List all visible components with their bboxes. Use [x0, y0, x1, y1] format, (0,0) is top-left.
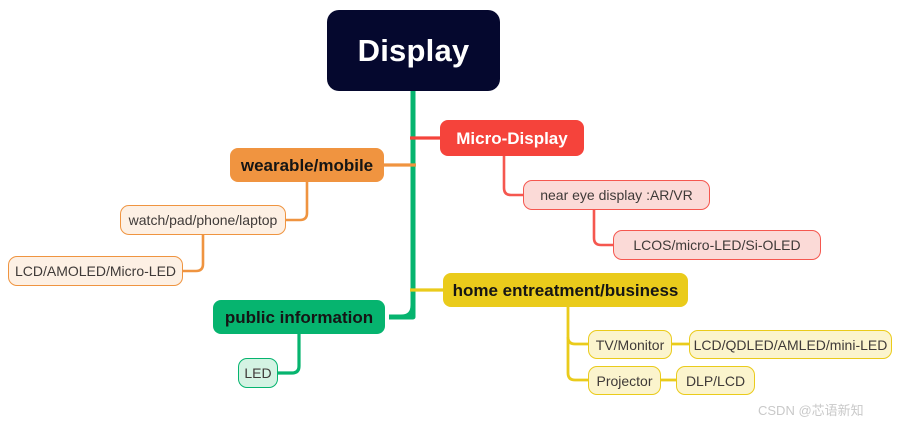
- node-wearable-mobile[interactable]: wearable/mobile: [230, 148, 384, 182]
- connector-home-spine: [566, 307, 588, 382]
- connector-near-eye-to-lcos: [592, 210, 613, 247]
- node-home-entertainment-business[interactable]: home entreatment/business: [443, 273, 688, 307]
- node-micro-display[interactable]: Micro-Display: [440, 120, 584, 156]
- connector-watch-to-lcd-amoled: [183, 235, 205, 273]
- node-lcd-amoled-micro-led[interactable]: LCD/AMOLED/Micro-LED: [8, 256, 183, 286]
- node-watch-pad-phone-laptop[interactable]: watch/pad/phone/laptop: [120, 205, 286, 235]
- node-near-eye-display[interactable]: near eye display :AR/VR: [523, 180, 710, 210]
- node-root-display[interactable]: Display: [327, 10, 500, 91]
- watermark: CSDN @芯语新知: [758, 403, 864, 418]
- node-tv-monitor[interactable]: TV/Monitor: [588, 330, 672, 359]
- node-lcd-qdled-amled-mini-led[interactable]: LCD/QDLED/AMLED/mini-LED: [689, 330, 892, 359]
- connector-micro-display-to-near-eye: [502, 156, 523, 197]
- connector-public-to-led: [278, 334, 301, 375]
- node-led[interactable]: LED: [238, 358, 278, 388]
- connector-home-to-tv: [566, 336, 588, 346]
- node-projector[interactable]: Projector: [588, 366, 661, 395]
- connector-trunk-green: [389, 91, 416, 320]
- node-lcos-micro-led-si-oled[interactable]: LCOS/micro-LED/Si-OLED: [613, 230, 821, 260]
- node-dlp-lcd[interactable]: DLP/LCD: [676, 366, 755, 395]
- connector-trunk-green-elbow: [389, 304, 416, 320]
- connector-wearable-to-watch: [286, 182, 309, 222]
- node-public-information[interactable]: public information: [213, 300, 385, 334]
